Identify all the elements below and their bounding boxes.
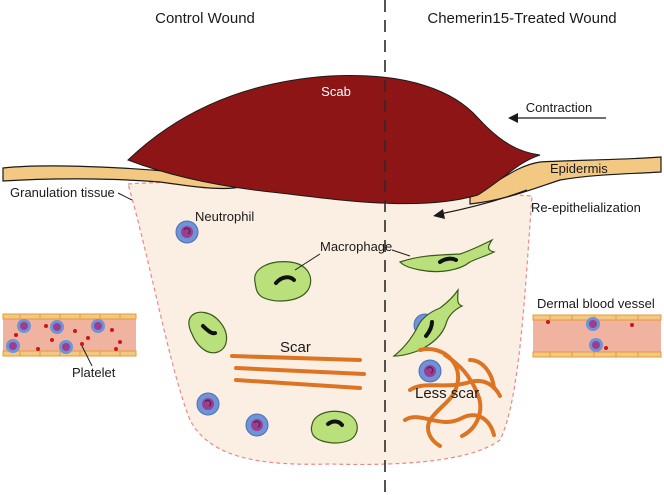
macrophage [254,261,312,302]
re-epithelialization-arrow [439,189,528,215]
neutrophil [418,359,442,383]
neutrophil [196,392,220,416]
contraction-label: Contraction [526,100,592,115]
scar-collagen [230,354,366,390]
neutrophil-label: Neutrophil [195,209,254,224]
dermal-blood-vessel-label: Dermal blood vessel [537,296,655,311]
scar-label: Scar [280,339,311,356]
neutrophil [6,339,20,353]
re-epithelialization-label: Re-epithelialization [531,200,641,215]
neutrophil [175,220,199,244]
macrophage-leader-2 [391,249,411,257]
neutrophil [91,319,105,333]
neutrophil [586,317,600,331]
scab [127,74,541,205]
macrophage-leader-1 [294,253,321,271]
granulation-tissue-label: Granulation tissue [10,185,115,200]
platelets [14,324,122,351]
platelet-label: Platelet [72,365,116,380]
granulation-tissue-leader [117,192,133,201]
neutrophil [50,320,64,334]
macrophage-label: Macrophage [320,239,392,254]
epidermis-label: Epidermis [550,161,608,176]
neutrophil [589,338,603,352]
title-control: Control Wound [155,10,255,27]
macrophage [188,311,228,354]
platelets [546,320,634,350]
less-scar-collagen [403,347,502,448]
scab-label: Scab [321,84,351,99]
re-epithelialization-arrowhead [433,209,445,219]
less-scar-label: Less scar [415,385,479,402]
title-treated: Chemerin15-Treated Wound [427,10,616,27]
neutrophil [59,340,73,354]
macrophage-elongated [398,238,496,273]
neutrophil [245,413,269,437]
platelet-leader [81,345,93,367]
epidermis-right [469,156,662,205]
neutrophil [17,319,31,333]
macrophage [310,410,358,444]
contraction-arrowhead [508,113,518,123]
